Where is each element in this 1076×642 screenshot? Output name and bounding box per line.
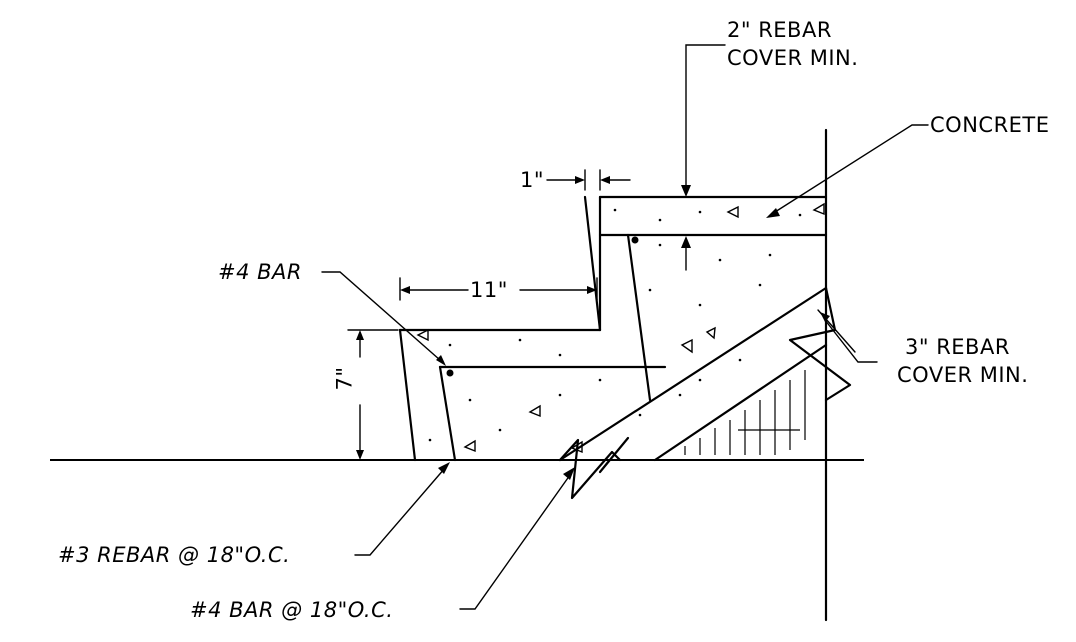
leader-4bar xyxy=(321,271,446,366)
label-3in-cover-min: COVER MIN. xyxy=(897,363,1029,387)
leader-4bar-oc xyxy=(459,467,575,610)
label-4bar: #4 BAR xyxy=(218,260,302,284)
label-dim-1in: 1" xyxy=(520,168,545,192)
rebar-dot-lower xyxy=(446,369,454,377)
concrete-aggregate xyxy=(416,202,825,454)
dim-11in xyxy=(399,277,598,301)
label-2in-rebar: 2" REBAR xyxy=(727,18,832,42)
label-dim-7in: 7" xyxy=(332,366,357,391)
label-dim-11in: 11" xyxy=(470,278,508,302)
rebar-dot-upper xyxy=(631,236,639,244)
leader-3rebar xyxy=(354,462,450,556)
label-concrete: CONCRETE xyxy=(930,113,1050,137)
concrete-outline xyxy=(398,195,852,500)
leader-2in-cover xyxy=(681,44,726,271)
label-3rebar-oc: #3 REBAR @ 18"O.C. xyxy=(58,543,291,567)
earth-hatch xyxy=(684,370,806,455)
leader-3in-cover xyxy=(817,309,878,363)
leader-concrete xyxy=(766,124,929,218)
label-3in-rebar: 3" REBAR xyxy=(905,335,1010,359)
dim-1in xyxy=(546,169,631,191)
label-2in-cover-min: COVER MIN. xyxy=(727,46,859,70)
dim-7in xyxy=(347,329,399,460)
label-4bar-oc: #4 BAR @ 18"O.C. xyxy=(190,598,394,622)
